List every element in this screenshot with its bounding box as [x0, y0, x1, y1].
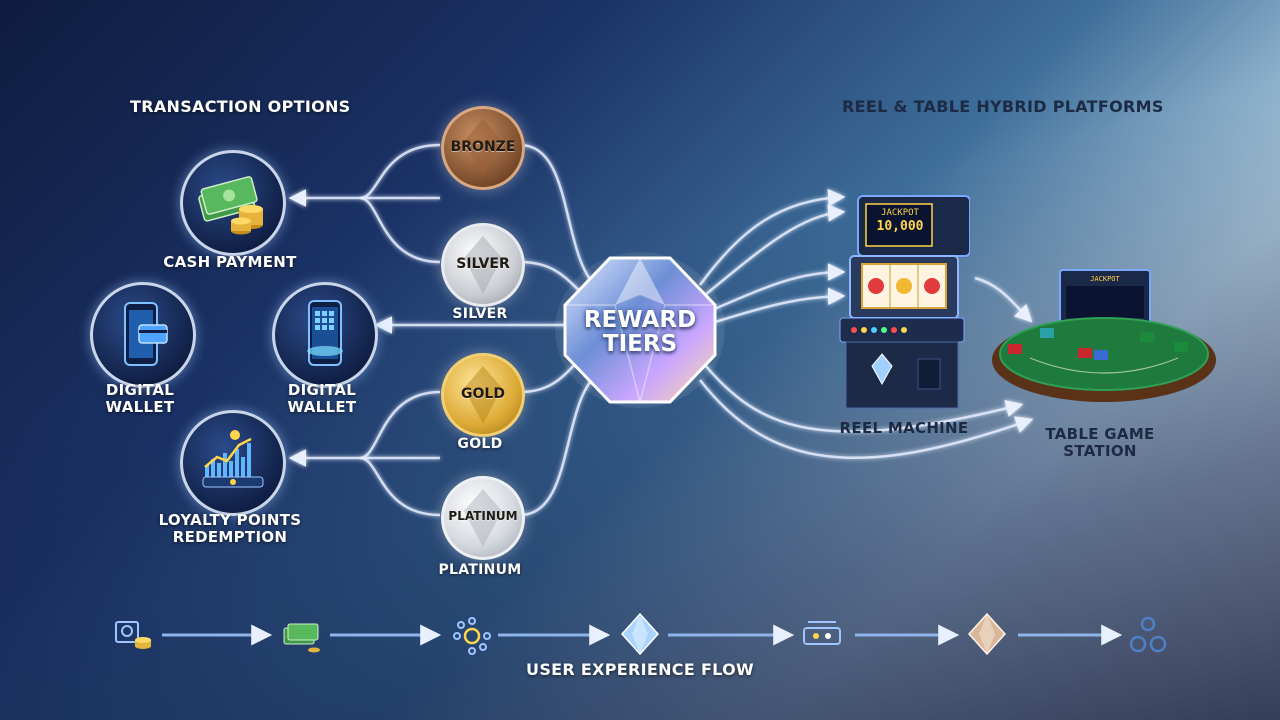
table-game-label: TABLE GAME STATION [1045, 425, 1155, 460]
reel-machine[interactable]: JACKPOT 10,000 [838, 194, 971, 410]
silver-gem-icon [464, 236, 502, 294]
tier-coin-silver-text: SILVER [456, 256, 510, 272]
tier-coin-platinum-text: PLATINUM [448, 509, 518, 523]
loyalty-points-node[interactable] [180, 410, 286, 516]
users-icon [1126, 614, 1170, 658]
cash-payment-label: CASH PAYMENT [163, 253, 297, 271]
transaction-options-title: TRANSACTION OPTIONS [130, 97, 351, 116]
network-icon [450, 614, 494, 658]
hub-title-line1: REWARD [583, 307, 697, 333]
hub-title-line2: TIERS [602, 331, 678, 357]
tier-label-gold: GOLD [457, 436, 503, 452]
diamond-icon [618, 612, 662, 656]
digital-wallet-left-label: DIGITAL WALLET [105, 381, 175, 416]
cash-icon [280, 614, 324, 658]
jackpot-title: JACKPOT [881, 208, 919, 218]
tier-coin-bronze-text: BRONZE [450, 139, 516, 155]
cash-stack-coins-icon [198, 176, 263, 235]
user-experience-flow-label: USER EXPERIENCE FLOW [526, 660, 754, 679]
table-screen-text: JACKPOT [1090, 275, 1120, 283]
tier-label-platinum: PLATINUM [438, 562, 522, 578]
table-game-station[interactable]: JACKPOT [990, 268, 1218, 418]
platinum-gem-icon [464, 489, 502, 547]
tier-label-silver: SILVER [452, 306, 508, 322]
digital-wallet-left-node[interactable] [90, 282, 196, 388]
loyalty-chart-icon [202, 430, 264, 488]
tier-coin-platinum[interactable]: PLATINUM [441, 476, 525, 560]
tier-coin-gold-text: GOLD [461, 386, 505, 402]
digital-wallet-right-node[interactable] [272, 282, 378, 388]
tier-coin-bronze[interactable]: BRONZE [441, 106, 525, 190]
bronze-gem-icon [464, 119, 502, 177]
gem-icon [965, 612, 1009, 656]
gold-gem-icon [464, 366, 502, 424]
tier-coin-silver[interactable]: SILVER [441, 223, 525, 307]
jackpot-value: 10,000 [876, 219, 924, 234]
slot-machine-icon [839, 195, 971, 409]
reward-tiers-hub[interactable]: REWARD TIERS [555, 250, 725, 410]
tier-coin-gold[interactable]: GOLD [441, 353, 525, 437]
platforms-title: REEL & TABLE HYBRID PLATFORMS [842, 97, 1164, 116]
reel-machine-label: REEL MACHINE [839, 419, 969, 437]
loyalty-points-label: LOYALTY POINTS REDEMPTION [158, 511, 302, 546]
smartphone-wallet-icon [307, 300, 343, 366]
register-coins-icon [112, 614, 156, 658]
card-slider-icon [800, 614, 844, 658]
digital-wallet-right-label: DIGITAL WALLET [287, 381, 357, 416]
smartphone-wallet-icon [124, 302, 168, 366]
casino-table-icon [992, 269, 1216, 402]
crystal-diamond-icon [555, 252, 725, 408]
cash-payment-node[interactable] [180, 150, 286, 256]
